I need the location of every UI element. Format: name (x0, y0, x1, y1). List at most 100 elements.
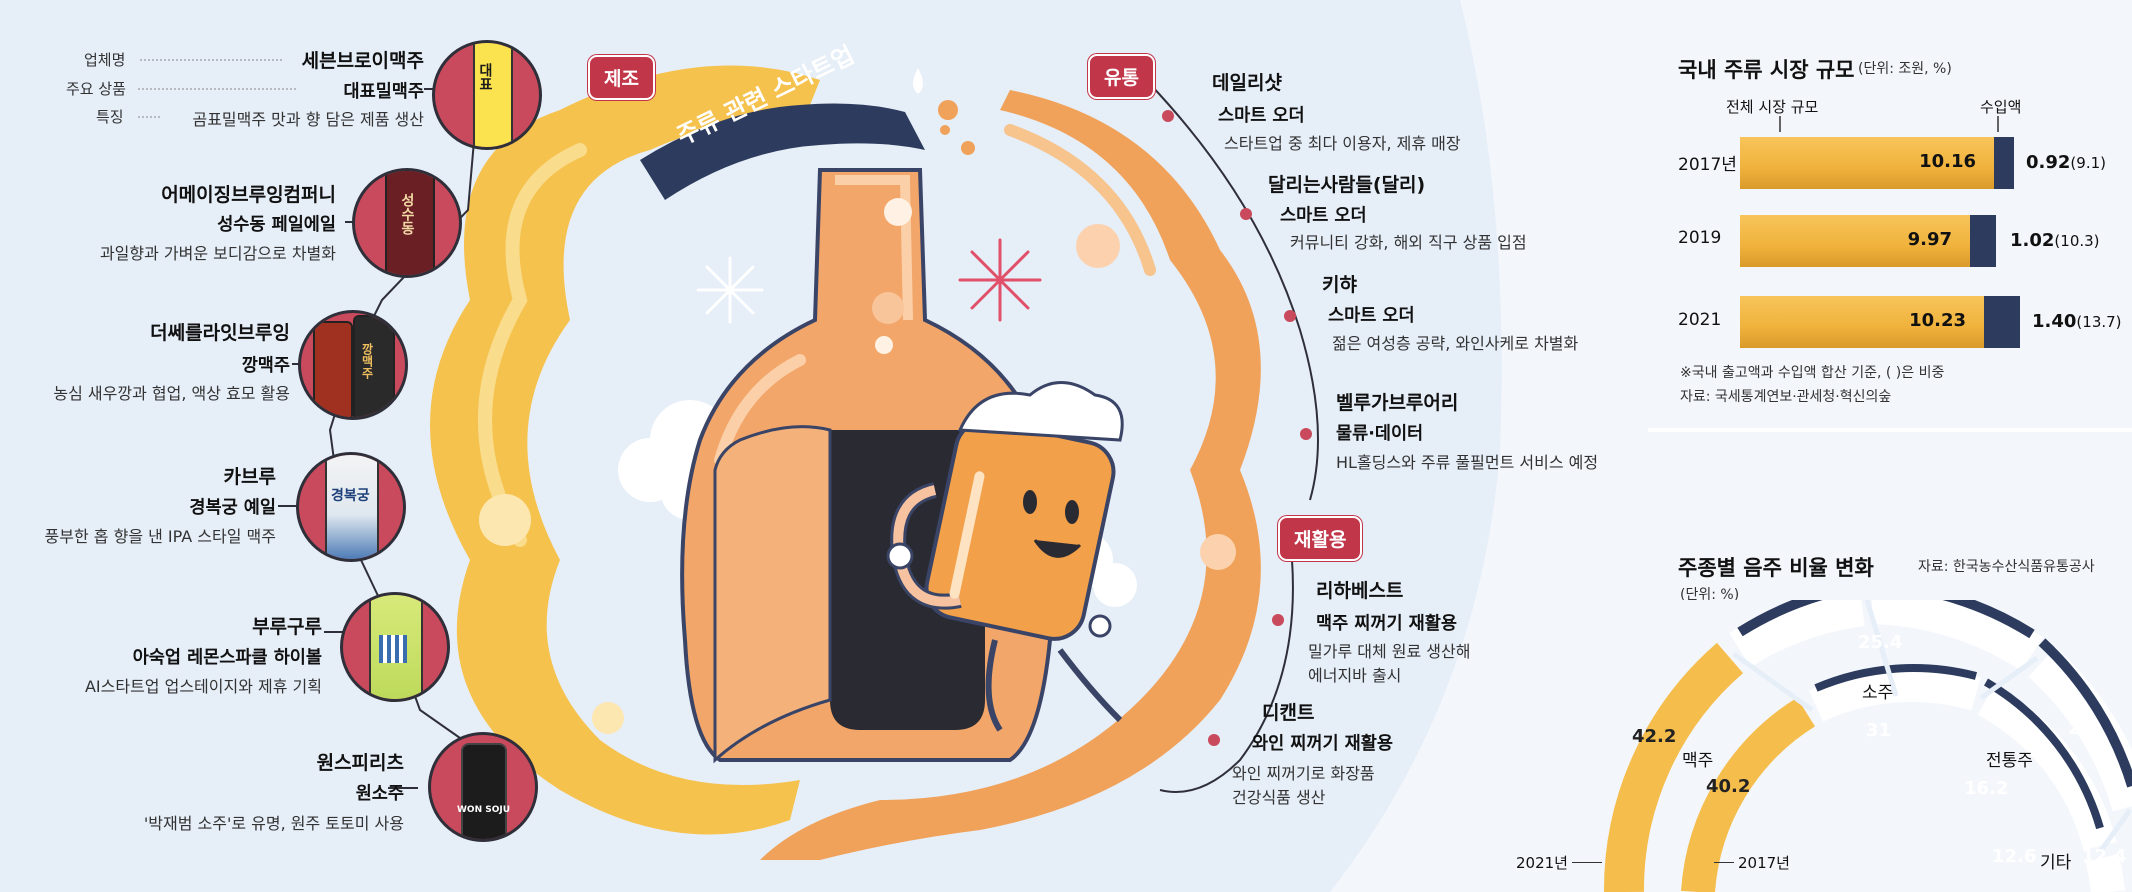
rec-product-2: 와인 찌꺼기 재활용 (1252, 734, 1393, 754)
mfr-name-6: 원스피리츠 (316, 752, 404, 774)
market-year-3: 2021 (1678, 310, 1722, 330)
product-image-3: 깡맥주 (298, 310, 408, 420)
ratio-label-trad: 전통주 (1986, 751, 2033, 771)
market-year-1: 2017년 (1678, 155, 1737, 175)
ratio-outer-trad: 20 (2068, 718, 2094, 739)
market-note: ※국내 출고액과 수입액 합산 기준, ( )은 비중 (1680, 365, 1945, 381)
mfr-product-1: 대표밀맥주 (343, 82, 425, 102)
section-tag-distribution: 유통 (1088, 54, 1155, 99)
distributor-dot-2 (1240, 208, 1252, 220)
market-unit: (단위: 조원, %) (1858, 61, 1952, 77)
market-col-total: 전체 시장 규모 (1726, 98, 1819, 116)
product-image-4: 경복궁 (296, 452, 406, 562)
rec-product-1: 맥주 찌꺼기 재활용 (1316, 614, 1457, 634)
market-bar-total-3: 10.23 (1740, 296, 1984, 348)
recycler-dot-2 (1208, 734, 1220, 746)
ratio-year-inner: 2017년 (1738, 854, 1790, 872)
mfr-name-3: 더쎄를라잇브루잉 (150, 322, 290, 344)
legend-feature: 특징 (96, 108, 124, 126)
market-year-2: 2019 (1678, 228, 1722, 248)
ratio-ring-chart (1580, 600, 2132, 892)
dist-name-3: 키햐 (1322, 274, 1357, 296)
dist-product-3: 스마트 오더 (1328, 306, 1415, 326)
section-tag-manufacturing: 제조 (588, 55, 655, 100)
legend-product: 주요 상품 (66, 80, 126, 98)
rec-name-1: 리하베스트 (1316, 580, 1404, 602)
market-bar-import-3 (1984, 296, 2020, 348)
product-image-1: 대표 (432, 40, 542, 150)
rec-desc-2b: 건강식품 생산 (1232, 788, 1326, 807)
mfr-desc-5: AI스타트업 업스테이지와 제휴 기획 (84, 677, 322, 696)
rec-desc-1a: 밀가루 대체 원료 생산해 (1308, 642, 1471, 661)
ratio-year-outer-leader (1572, 862, 1602, 863)
mfr-desc-3: 농심 새우깡과 협업, 액상 효모 활용 (53, 384, 290, 403)
dist-product-1: 스마트 오더 (1218, 106, 1305, 126)
rec-desc-2a: 와인 찌꺼기로 화장품 (1232, 764, 1375, 783)
dist-product-4: 물류·데이터 (1336, 424, 1424, 444)
section-tag-recycling: 재활용 (1278, 516, 1363, 561)
mfr-product-4: 경복궁 예일 (189, 498, 276, 518)
market-column-markers (1779, 116, 1999, 132)
market-bar-total-2: 9.97 (1740, 215, 1970, 267)
mfr-desc-6: '박재범 소주'로 유명, 원주 토토미 사용 (143, 814, 404, 833)
market-title: 국내 주류 시장 규모 (1678, 58, 1855, 82)
mfr-desc-4: 풍부한 홉 향을 낸 IPA 스타일 맥주 (44, 527, 276, 546)
mfr-name-1: 세븐브로이맥주 (301, 50, 424, 72)
dist-desc-2: 커뮤니티 강화, 해외 직구 상품 입점 (1290, 233, 1527, 252)
distributor-dot-3 (1284, 310, 1296, 322)
ratio-outer-beer: 42.2 (1632, 726, 1677, 747)
mfr-name-4: 카브루 (223, 466, 276, 488)
can-label-2: 성수동 (399, 193, 415, 235)
market-source: 자료: 국세통계연보·관세청·혁신의숲 (1680, 389, 1892, 405)
product-image-2: 성수동 (352, 168, 462, 278)
dist-desc-4: HL홀딩스와 주류 풀필먼트 서비스 예정 (1336, 453, 1599, 472)
can-label-1: 대표 (477, 63, 493, 91)
ratio-label-beer: 맥주 (1682, 751, 1714, 771)
ratio-unit: (단위: %) (1680, 587, 1740, 603)
dist-product-2: 스마트 오더 (1280, 206, 1367, 226)
distributor-dot-1 (1162, 110, 1174, 122)
market-import-1: 0.92(9.1) (2026, 152, 2106, 173)
ratio-outer-soju: 25.4 (1858, 632, 1903, 653)
dist-desc-3: 젊은 여성층 공략, 와인사케로 차별화 (1332, 334, 1579, 353)
ratio-source: 자료: 한국농수산식품유통공사 (1918, 559, 2095, 575)
ratio-outer-etc: 12.4 (2082, 846, 2127, 867)
rec-desc-1b: 에너지바 출시 (1308, 666, 1402, 685)
market-bar-total-1: 10.16 (1740, 137, 1994, 189)
distributor-dot-4 (1300, 428, 1312, 440)
ratio-year-inner-leader (1714, 862, 1734, 863)
dist-desc-1: 스타트업 중 최다 이용자, 제휴 매장 (1224, 134, 1461, 153)
mfr-desc-2: 과일향과 가벼운 보디감으로 차별화 (99, 244, 336, 263)
ratio-inner-soju: 31 (1866, 720, 1892, 741)
market-import-2: 1.02(10.3) (2010, 230, 2100, 251)
market-bar-import-1 (1994, 137, 2014, 189)
can-label-3: 깡맥주 (360, 343, 374, 379)
mfr-product-2: 성수동 페일에일 (217, 215, 336, 235)
bottle-label-6: WON SOJU (457, 805, 511, 815)
dist-name-4: 벨루가브루어리 (1336, 392, 1459, 414)
dist-name-1: 데일리샷 (1212, 72, 1282, 94)
ratio-inner-beer: 40.2 (1706, 776, 1751, 797)
ratio-inner-trad: 16.2 (1964, 778, 2009, 799)
mfr-product-5: 아숙업 레몬스파클 하이볼 (132, 648, 322, 668)
product-image-6: WON SOJU (428, 732, 538, 842)
ratio-title: 주종별 음주 비율 변화 (1678, 556, 1874, 580)
mfr-product-6: 원소주 (355, 784, 404, 804)
mfr-name-2: 어메이징브루잉컴퍼니 (161, 184, 336, 206)
mfr-product-3: 깡맥주 (241, 356, 290, 376)
product-image-5 (340, 592, 450, 702)
recycler-dot-1 (1272, 614, 1284, 626)
ratio-label-etc: 기타 (2040, 853, 2072, 873)
rec-name-2: 디캔트 (1262, 702, 1315, 724)
mfr-name-5: 부루구루 (252, 616, 322, 638)
legend-company: 업체명 (84, 51, 126, 69)
ratio-inner-etc: 12.6 (1992, 846, 2037, 867)
ratio-label-soju: 소주 (1862, 683, 1894, 703)
dist-name-2: 달리는사람들(달리) (1268, 174, 1426, 196)
market-bar-import-2 (1970, 215, 1996, 267)
market-col-import: 수입액 (1980, 98, 2022, 116)
ratio-year-outer: 2021년 (1516, 854, 1568, 872)
mfr-desc-1: 곰표밀맥주 맛과 향 담은 제품 생산 (192, 110, 424, 129)
can-label-4: 경복궁 (331, 488, 370, 504)
